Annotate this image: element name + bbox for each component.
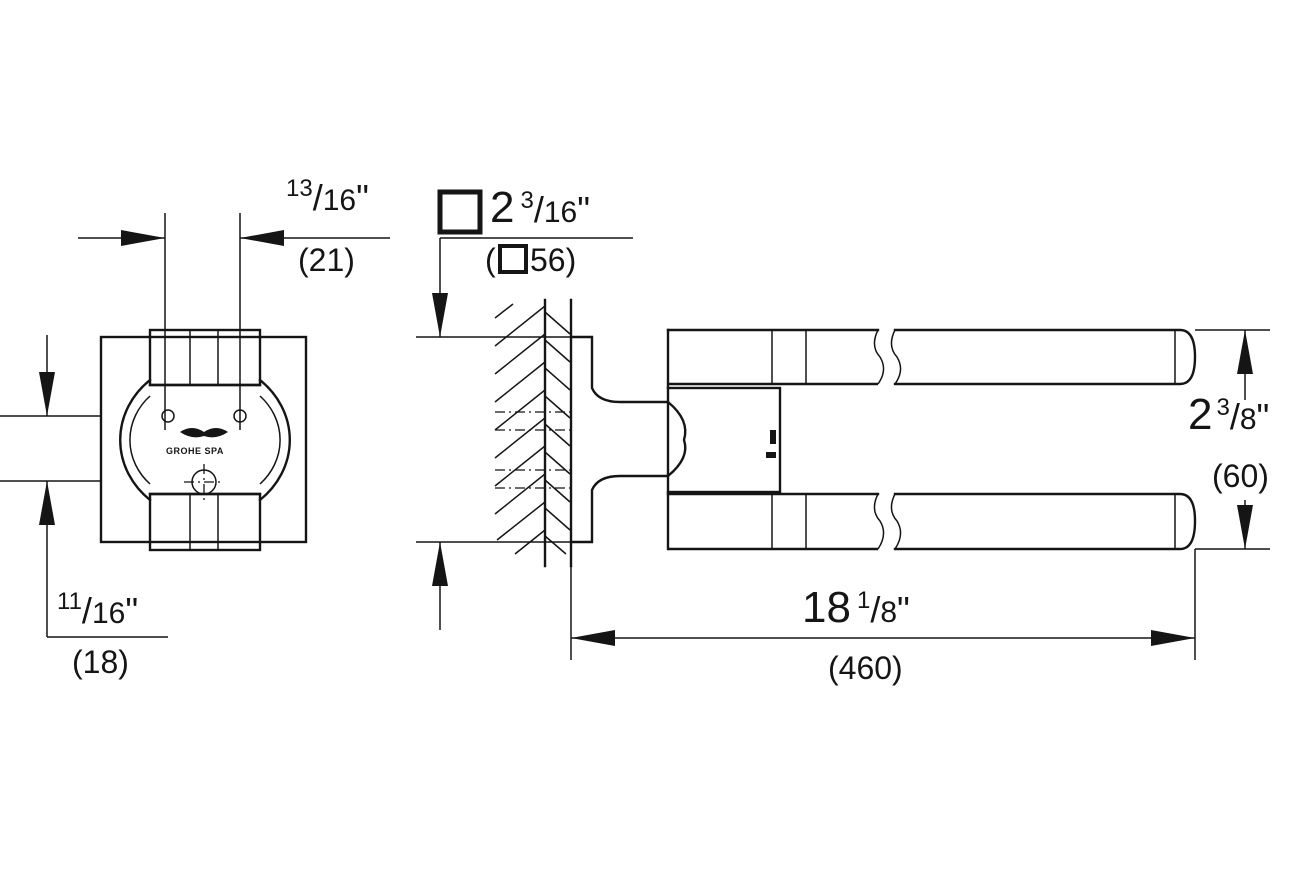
arrow-spacing-top (1237, 330, 1253, 374)
dim-label-13-16: 13/16" (286, 175, 369, 218)
dim-spacing-den: 8 (1239, 403, 1257, 436)
lower-bar (666, 492, 1197, 551)
dim-11-16-unit: " (125, 590, 139, 631)
arrow-11-16-top (39, 372, 55, 416)
arrow-rosette-top (432, 293, 448, 337)
dim-metric-18: (18) (72, 644, 129, 680)
brand-logo-text: GROHE SPA (166, 446, 224, 456)
dim-metric-56: 56) (530, 242, 577, 278)
dim-spacing-unit: " (1256, 396, 1270, 437)
neck (666, 400, 687, 478)
upper-bar-block (148, 328, 262, 387)
arrow-rosette-bottom (432, 542, 448, 586)
front-view (0, 213, 390, 638)
square-symbol-large (437, 189, 483, 235)
arrow-length-right (1151, 630, 1195, 646)
dim-13-16-den: 16 (322, 184, 357, 217)
grohe-spa-logo-mark (180, 428, 228, 438)
rosette-side-upper (569, 335, 670, 404)
wall-hatching (494, 303, 571, 555)
dim-metric-56-open: ( (485, 242, 496, 278)
arrow-13-16-left (121, 230, 165, 246)
dim-rosette-unit: " (577, 189, 591, 230)
dim-metric-21: (21) (298, 242, 355, 278)
arrow-11-16-bottom (39, 481, 55, 525)
dim-11-16-den: 16 (91, 597, 126, 630)
dim-13-16-num: 13 (286, 175, 313, 202)
dim-label-11-16: 11/16" (57, 588, 139, 631)
arrow-length-left (571, 630, 615, 646)
dim-length-whole: 18 (802, 583, 851, 632)
upper-bar (666, 328, 1197, 386)
square-symbol-small (498, 244, 528, 274)
dim-rosette-den: 16 (543, 196, 578, 229)
dim-spacing-num: 3 (1216, 394, 1230, 421)
dim-length-num: 1 (856, 587, 871, 614)
dim-rosette-whole: 2 (490, 183, 515, 232)
dim-13-16-unit: " (356, 177, 369, 218)
arrow-spacing-bottom (1237, 505, 1253, 549)
dim-metric-60: (60) (1212, 458, 1269, 494)
dim-spacing-whole: 2 (1188, 390, 1213, 439)
arrow-13-16-right (240, 230, 284, 246)
dim-length-den: 8 (880, 596, 898, 629)
dim-metric-460: (460) (828, 650, 903, 686)
right-ring-outer (258, 378, 291, 502)
side-view (416, 189, 1270, 660)
rosette-outline (99, 335, 308, 544)
dim-rosette-num: 3 (520, 187, 534, 214)
dim-length-unit: " (897, 589, 910, 630)
dim-11-16-num: 11 (57, 588, 82, 615)
left-ring-outer (119, 378, 152, 502)
bar-holder-block (666, 386, 782, 494)
